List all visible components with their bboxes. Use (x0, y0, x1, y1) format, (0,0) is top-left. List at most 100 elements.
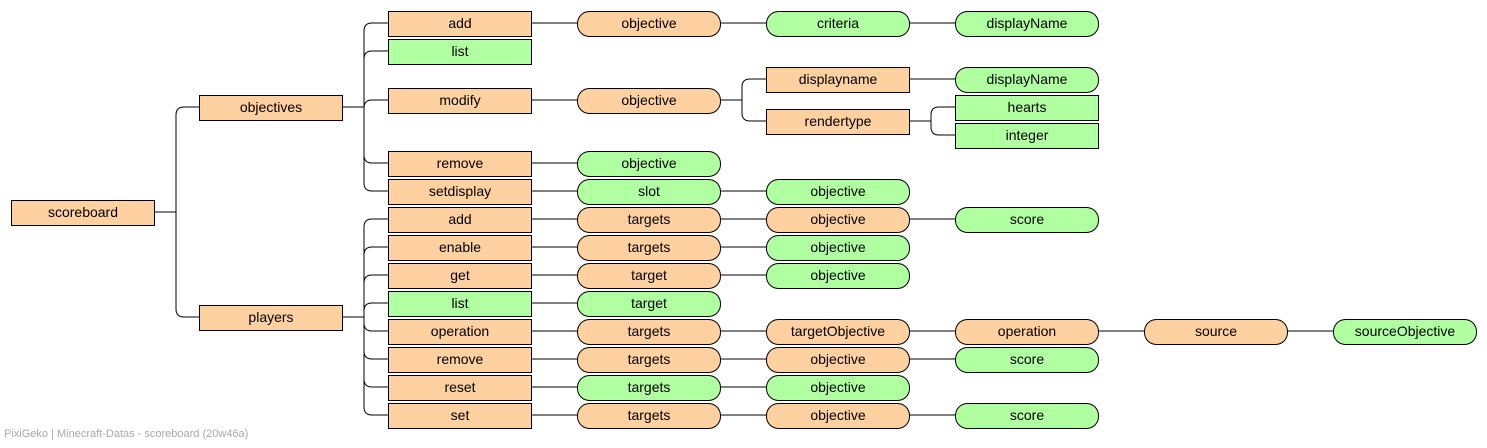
node-label: operation (998, 323, 1056, 339)
node-slot: slot (577, 179, 721, 205)
node-label: reset (444, 379, 475, 395)
node-label: targets (628, 351, 671, 367)
node-add: add (388, 207, 532, 233)
node-operation: operation (388, 319, 532, 345)
node-label: get (450, 267, 470, 283)
node-source-objective: sourceObjective (1333, 319, 1477, 345)
literal-box (388, 319, 532, 345)
node-scoreboard: scoreboard (11, 200, 155, 226)
node-objective: objective (577, 11, 721, 37)
node-label: objectives (240, 99, 302, 115)
node-operation: operation (955, 319, 1099, 345)
literal-box (766, 67, 910, 93)
node-label: source (1195, 323, 1237, 339)
node-label: objective (810, 211, 865, 227)
literal-box (955, 95, 1099, 121)
node-objectives: objectives (199, 95, 343, 121)
literal-box (388, 151, 532, 177)
node-rendertype: rendertype (766, 109, 910, 135)
node-remove: remove (388, 347, 532, 373)
literal-box (388, 11, 532, 37)
literal-box (199, 305, 343, 331)
node-remove: remove (388, 151, 532, 177)
literal-box (199, 95, 343, 121)
node-target: target (577, 291, 721, 317)
argument-pill (577, 151, 721, 177)
argument-pill (577, 179, 721, 205)
argument-pill (766, 403, 910, 429)
node-objective: objective (766, 375, 910, 401)
node-objective: objective (766, 403, 910, 429)
argument-pill (766, 347, 910, 373)
literal-box (955, 123, 1099, 149)
node-criteria: criteria (766, 11, 910, 37)
node-display-name: displayName (955, 67, 1099, 93)
node-list: list (388, 291, 532, 317)
node-modify: modify (388, 88, 532, 114)
node-targets: targets (577, 207, 721, 233)
connector-branch (363, 317, 388, 332)
node-score: score (955, 403, 1099, 429)
node-label: setdisplay (429, 183, 491, 199)
node-label: targets (628, 239, 671, 255)
connector-branch (363, 218, 388, 317)
node-label: objective (810, 351, 865, 367)
argument-pill (577, 319, 721, 345)
connector-branch (363, 99, 388, 109)
argument-pill (955, 11, 1099, 37)
connector-branch (930, 106, 955, 121)
argument-pill (766, 11, 910, 37)
argument-pill (766, 319, 910, 345)
argument-pill (955, 403, 1099, 429)
node-label: targets (628, 211, 671, 227)
node-label: rendertype (805, 113, 872, 129)
node-label: targets (628, 323, 671, 339)
node-get: get (388, 263, 532, 289)
argument-pill (577, 11, 721, 37)
node-enable: enable (388, 235, 532, 261)
node-label: remove (437, 351, 484, 367)
node-targets: targets (577, 375, 721, 401)
argument-pill (955, 319, 1099, 345)
argument-pill (577, 235, 721, 261)
node-targets: targets (577, 319, 721, 345)
node-label: displayName (987, 15, 1068, 31)
argument-pill (955, 347, 1099, 373)
argument-pill (766, 235, 910, 261)
node-label: sourceObjective (1355, 323, 1456, 339)
node-label: add (448, 15, 471, 31)
node-label: displayName (987, 71, 1068, 87)
connector-branch (363, 107, 388, 192)
node-label: objective (621, 155, 676, 171)
literal-box (766, 109, 910, 135)
node-label: list (451, 43, 468, 59)
node-label: remove (437, 155, 484, 171)
node-label: modify (439, 92, 480, 108)
node-label: list (451, 295, 468, 311)
literal-box (388, 347, 532, 373)
node-label: objective (810, 183, 865, 199)
node-add: add (388, 11, 532, 37)
node-label: objective (621, 15, 676, 31)
literal-box (388, 291, 532, 317)
argument-pill (766, 207, 910, 233)
node-label: target (631, 267, 667, 283)
node-label: objective (810, 379, 865, 395)
node-label: targetObjective (791, 323, 885, 339)
node-label: target (631, 295, 667, 311)
node-source: source (1144, 319, 1288, 345)
node-list: list (388, 39, 532, 65)
node-label: objective (810, 267, 865, 283)
argument-pill (577, 291, 721, 317)
node-label: objective (621, 92, 676, 108)
node-label: score (1010, 407, 1044, 423)
node-objective: objective (766, 235, 910, 261)
node-label: targets (628, 379, 671, 395)
connector-branch (930, 121, 955, 136)
node-label: objective (810, 407, 865, 423)
node-set: set (388, 403, 532, 429)
argument-pill (1333, 319, 1477, 345)
argument-pill (577, 88, 721, 114)
node-label: hearts (1008, 99, 1047, 115)
